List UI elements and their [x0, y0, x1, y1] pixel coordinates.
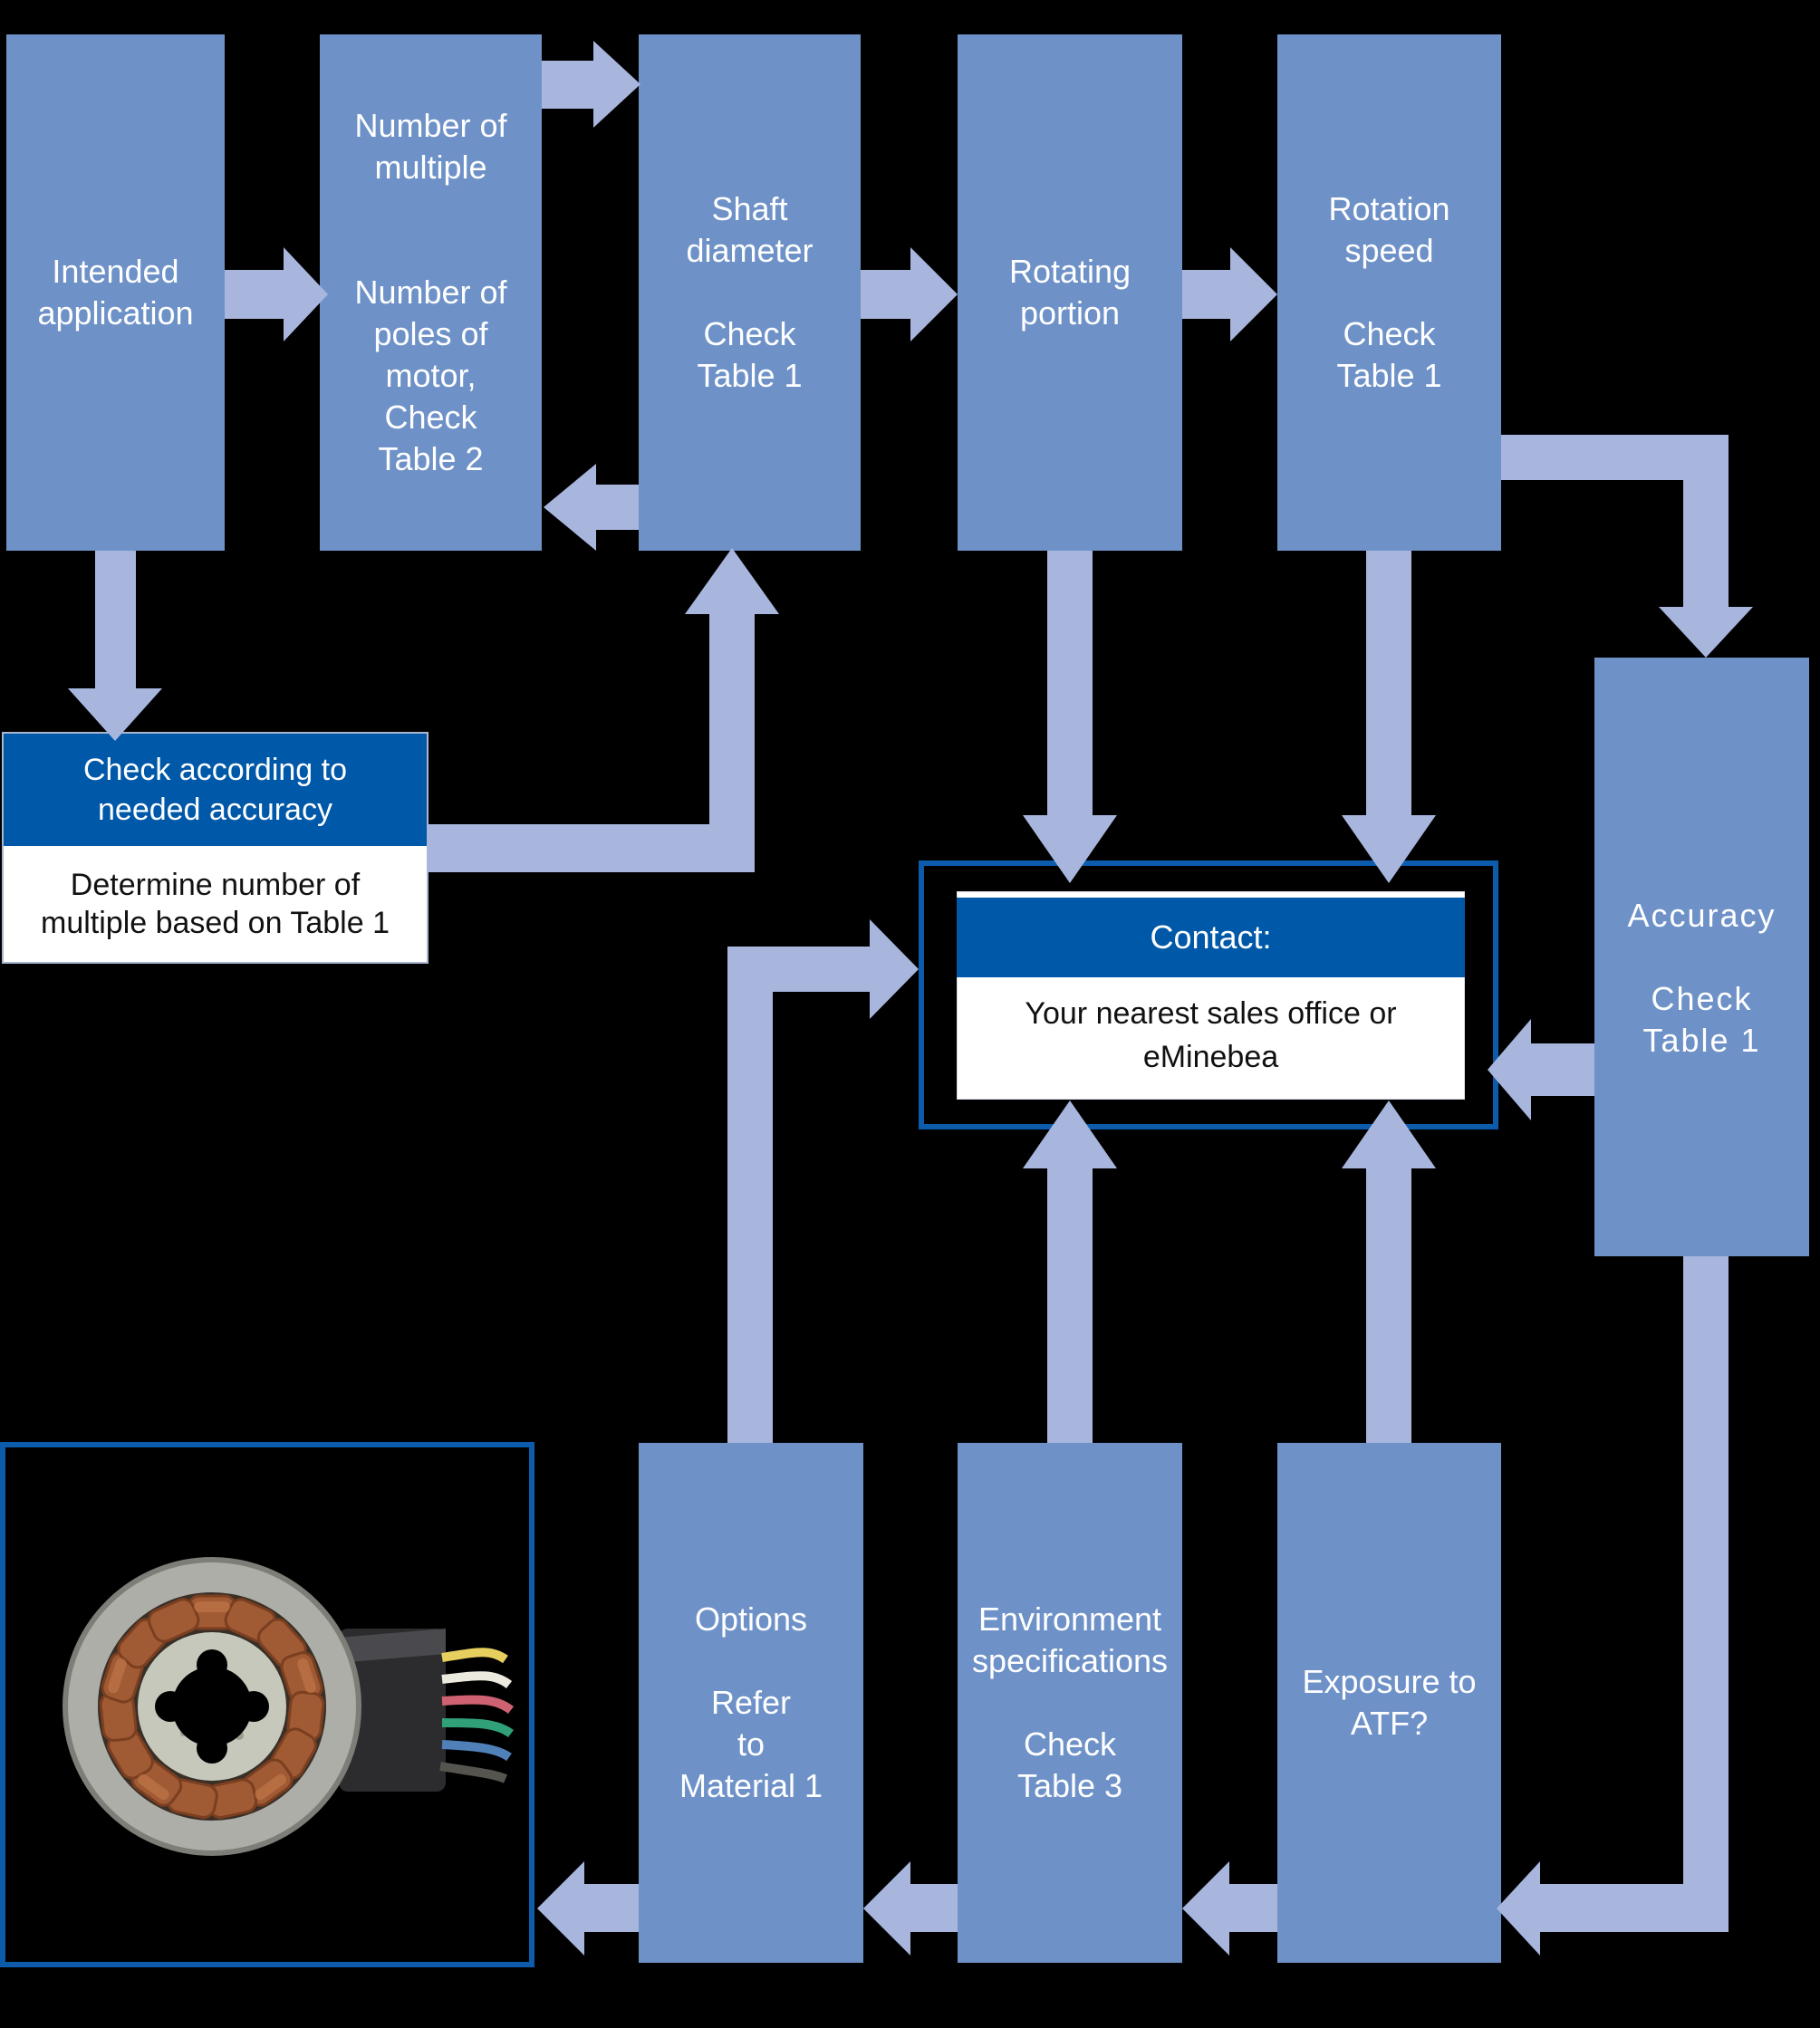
contact-header: Contact: — [957, 898, 1465, 977]
arrow-environment-to-options-bar — [910, 1884, 958, 1932]
arrow-accuracy-to-exposure-hbar — [1540, 1884, 1729, 1932]
box-rotating-portion-label: Rotating portion — [1008, 253, 1131, 332]
box-shaft-diameter-label: Shaft diameter Check Table 1 — [686, 190, 814, 394]
arrow-callout-to-shaft-hbar — [427, 824, 755, 872]
wire-red — [441, 1695, 515, 1715]
arrow-options-to-photo-head — [537, 1861, 584, 1956]
box-exposure-to-atf-label: Exposure to ATF? — [1302, 1663, 1477, 1742]
box-intended-application: Intended application — [6, 34, 225, 551]
resolver-stator-photo — [63, 1557, 515, 1856]
wire-blue — [441, 1740, 512, 1762]
arrow-environment-to-contact-head — [1023, 1101, 1117, 1168]
wire-gray — [439, 1762, 507, 1783]
arrow-options-to-contact-head — [870, 919, 919, 1019]
wire-green — [441, 1718, 514, 1738]
arrow-speed-to-contact-head — [1342, 815, 1436, 883]
box-number-of-multiple-label: Number of multiple Number of poles of mo… — [354, 107, 507, 477]
box-exposure-to-atf: Exposure to ATF? — [1277, 1443, 1501, 1963]
arrow-exposure-to-environment-head — [1182, 1861, 1229, 1956]
box-number-of-multiple: Number of multiple Number of poles of mo… — [320, 34, 542, 551]
callout-check-accuracy-header: Check according to needed accuracy — [4, 734, 427, 846]
arrow-speed-to-contact-bar — [1366, 551, 1411, 815]
arrow-exposure-to-contact-bar — [1366, 1168, 1411, 1443]
box-accuracy-label: Accuracy Check Table 1 — [1627, 896, 1777, 1059]
box-options: Options Refer to Material 1 — [639, 1443, 863, 1963]
connector-block — [339, 1629, 446, 1792]
arrow-accuracy-to-contact-bar — [1531, 1043, 1594, 1096]
arrow-options-to-contact-vbar — [727, 992, 773, 1443]
arrow-speed-to-accuracy-vbar — [1683, 435, 1729, 607]
arrow-multiple-to-shaft-head — [593, 41, 640, 128]
arrow-environment-to-contact-bar — [1047, 1168, 1093, 1443]
copper-coils — [99, 1594, 325, 1820]
arrow-intended-to-callout-head — [68, 688, 162, 741]
contact-frame: Contact: Your nearest sales office or eM… — [919, 860, 1498, 1129]
arrow-shaft-to-rotating-head — [910, 247, 958, 341]
contact-header-label: Contact: — [1150, 918, 1272, 956]
box-rotation-speed: Rotation speed Check Table 1 — [1277, 34, 1501, 551]
box-options-label: Options Refer to Material 1 — [679, 1600, 823, 1804]
arrow-intended-to-multiple-bar — [225, 270, 284, 319]
arrow-accuracy-to-exposure-head — [1497, 1861, 1540, 1956]
arrow-options-to-photo-bar — [584, 1884, 639, 1932]
contact-body-label: Your nearest sales office or eMinebea — [1025, 996, 1397, 1074]
arrow-multiple-to-shaft-bar — [542, 61, 593, 109]
callout-check-accuracy-body: Determine number of multiple based on Ta… — [4, 846, 427, 962]
box-environment-specifications: Environment specifications Check Table 3 — [958, 1443, 1182, 1963]
arrow-speed-to-accuracy-head — [1659, 607, 1753, 658]
contact-card: Contact: Your nearest sales office or eM… — [957, 891, 1465, 1100]
arrow-shaft-to-multiple-bar — [596, 485, 639, 530]
arrow-rotating-to-speed-head — [1230, 247, 1277, 341]
arrow-callout-to-shaft-vbar — [709, 612, 755, 872]
box-shaft-diameter: Shaft diameter Check Table 1 — [639, 34, 861, 551]
arrow-intended-to-multiple-head — [284, 247, 328, 341]
arrow-intended-to-callout-bar — [95, 551, 136, 690]
center-hole — [155, 1649, 269, 1764]
arrow-accuracy-to-contact-head — [1488, 1019, 1531, 1120]
arrow-options-to-contact-hbar — [727, 947, 870, 992]
arrow-exposure-to-environment-bar — [1229, 1884, 1277, 1932]
arrow-shaft-to-rotating-bar — [861, 270, 910, 319]
arrow-accuracy-to-exposure-vbar — [1683, 1256, 1729, 1932]
arrow-rotating-to-contact-bar — [1047, 551, 1093, 815]
box-environment-specifications-label: Environment specifications Check Table 3 — [971, 1600, 1169, 1804]
callout-check-accuracy: Check according to needed accuracy Deter… — [2, 732, 429, 964]
arrow-shaft-to-multiple-head — [544, 464, 596, 551]
wire-yellow — [441, 1648, 508, 1664]
arrow-exposure-to-contact-head — [1342, 1101, 1436, 1168]
arrow-rotating-to-contact-head — [1023, 815, 1117, 883]
arrow-environment-to-options-head — [863, 1861, 910, 1956]
callout-check-accuracy-body-label: Determine number of multiple based on Ta… — [41, 868, 390, 940]
box-intended-application-label: Intended application — [37, 253, 194, 332]
wire-white — [441, 1671, 513, 1689]
contact-body: Your nearest sales office or eMinebea — [957, 977, 1465, 1093]
arrow-rotating-to-speed-bar — [1182, 270, 1230, 319]
arrow-callout-to-shaft-head — [685, 548, 779, 614]
box-accuracy: Accuracy Check Table 1 — [1594, 658, 1809, 1256]
box-rotation-speed-label: Rotation speed Check Table 1 — [1328, 190, 1450, 394]
product-photo-frame — [0, 1442, 534, 1967]
callout-check-accuracy-header-label: Check according to needed accuracy — [82, 753, 348, 827]
box-rotating-portion: Rotating portion — [958, 34, 1182, 551]
